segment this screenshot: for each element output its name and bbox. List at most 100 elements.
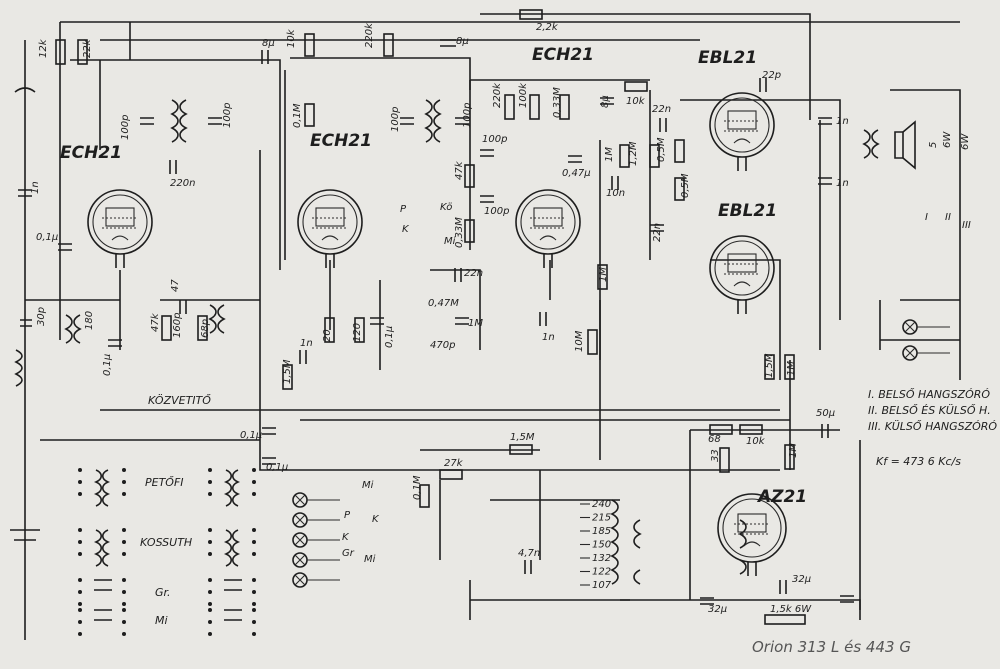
component-label-25: 1M — [604, 147, 615, 162]
component-label-54: 1M — [598, 267, 609, 282]
component-label-32: 22n — [652, 223, 663, 242]
component-label-44: 20 — [322, 329, 333, 342]
component-label-63: 1M — [788, 443, 799, 458]
voltage-tap-3: 150 — [592, 540, 611, 551]
component-label-51: 1M — [468, 318, 483, 329]
band-coil-2 — [208, 468, 256, 507]
component-label-40: 47 — [170, 279, 181, 292]
page-title: Orion 313 L és 443 G — [752, 638, 911, 656]
labels: ECH21 ECH21 ECH21 EBL21 EBL21 AZ21 KÖZVE… — [60, 45, 997, 656]
component-label-42: 160p — [172, 313, 183, 338]
lamp-4 — [292, 572, 340, 588]
tube-label-ech21-1: ECH21 — [60, 143, 122, 163]
component-label-49: 0,33M — [454, 217, 465, 248]
band-coil-3 — [208, 528, 256, 567]
component-label-55: 1,5M — [282, 359, 293, 384]
voltage-tap-1: 215 — [592, 513, 611, 524]
legend-line-1: I. BELSŐ HANGSZÓRÓ — [868, 387, 990, 401]
component-label-11: 100p — [222, 103, 233, 128]
component-label-53: 10M — [574, 330, 585, 352]
tube-label-ech21-2: ECH21 — [310, 131, 372, 151]
switch-label-4: P — [344, 510, 351, 521]
component-label-46: 0,1µ — [384, 326, 395, 348]
lamp-3 — [292, 552, 340, 568]
tube-label-az21: AZ21 — [756, 487, 807, 507]
component-label-3: 220k — [364, 22, 375, 48]
section-gr: Gr. — [155, 586, 171, 599]
section-mi: Mi — [155, 614, 168, 627]
wiring — [10, 13, 961, 640]
component-label-26: 1,2M — [628, 141, 639, 166]
component-label-7: 22p — [762, 70, 781, 81]
component-label-59: 50µ — [816, 408, 835, 419]
band-coil-5 — [78, 608, 126, 636]
component-label-66: 1,5M — [510, 432, 535, 443]
switch-pos-3: III — [962, 220, 971, 231]
component-label-68: 0,1M — [412, 475, 423, 500]
voltage-tap-4: 132 — [592, 553, 611, 564]
component-label-57: 1,5M — [764, 353, 775, 378]
component-label-37: 30p — [36, 307, 47, 326]
legend-kf: Kf = 473 6 Kc/s — [876, 455, 961, 468]
component-label-0: 12k — [38, 38, 49, 58]
lamp-6 — [902, 345, 950, 361]
component-label-9: 8µ — [600, 95, 611, 108]
vacuum-tubes — [87, 92, 787, 576]
component-label-69: 4,7n — [518, 548, 540, 559]
voltage-tap-0: 240 — [592, 499, 611, 510]
component-label-45: 120 — [352, 323, 363, 342]
tube-0 — [87, 189, 153, 268]
component-label-39: 0,1µ — [102, 354, 113, 376]
component-label-15: 100k — [518, 82, 529, 108]
voltage-tap-5: 122 — [592, 567, 611, 578]
component-label-16: 0,33M — [552, 87, 563, 118]
capacitors — [18, 39, 854, 605]
component-label-6: 2,2k — [536, 22, 559, 33]
component-label-64: 0,1µ — [240, 430, 262, 441]
component-label-70: 32µ — [792, 574, 811, 585]
component-label-23: 47k — [454, 160, 465, 180]
component-label-13: 100p — [462, 103, 473, 128]
tube-3 — [709, 92, 775, 171]
band-coil-blocks — [78, 468, 256, 636]
section-kozvetito: KÖZVETITŐ — [148, 393, 211, 407]
component-label-58: 1M — [786, 361, 797, 376]
component-label-65: 0,1µ — [266, 462, 288, 473]
component-label-28: 0,47µ — [562, 168, 591, 179]
component-label-29: 10n — [606, 188, 625, 199]
component-label-4: 8µ — [262, 38, 275, 49]
switch-pos-2: II — [945, 212, 951, 223]
component-label-18: 1n — [30, 181, 41, 194]
component-label-50: 22n — [464, 268, 483, 279]
component-label-12: 100p — [390, 107, 401, 132]
switch-label-7: Mi — [364, 554, 376, 565]
component-label-36: 0,1µ — [36, 232, 58, 243]
lamp-0 — [292, 492, 340, 508]
component-label-8: 10k — [626, 96, 646, 107]
component-label-22: 100p — [482, 134, 507, 145]
legend-line-2: II. BELSŐ ÉS KÜLSŐ H. — [868, 403, 991, 417]
component-label-52: 1n — [542, 332, 555, 343]
section-kossuth: KOSSUTH — [140, 536, 192, 549]
component-label-60: 68 — [708, 434, 721, 445]
lamp-1 — [292, 512, 340, 528]
component-label-48: 470p — [430, 340, 455, 351]
band-coil-6 — [208, 578, 256, 606]
band-coil-0 — [78, 468, 126, 507]
switch-label-0: P — [400, 204, 407, 215]
component-label-21: 220n — [170, 178, 195, 189]
component-label-1: 22k — [82, 38, 93, 58]
tube-5 — [717, 493, 787, 576]
tube-4 — [709, 235, 775, 314]
component-label-24: 100p — [484, 206, 509, 217]
component-label-34: 6W — [942, 131, 953, 148]
section-petofi: PETŐFI — [145, 475, 184, 489]
switch-label-5: K — [342, 532, 350, 543]
tube-1 — [297, 189, 363, 268]
component-label-27: 0,5M — [656, 137, 667, 162]
lamp-5 — [902, 319, 950, 335]
band-coil-4 — [78, 578, 126, 606]
component-label-62: 10k — [746, 436, 766, 447]
voltage-tap-6: 107 — [592, 580, 612, 591]
